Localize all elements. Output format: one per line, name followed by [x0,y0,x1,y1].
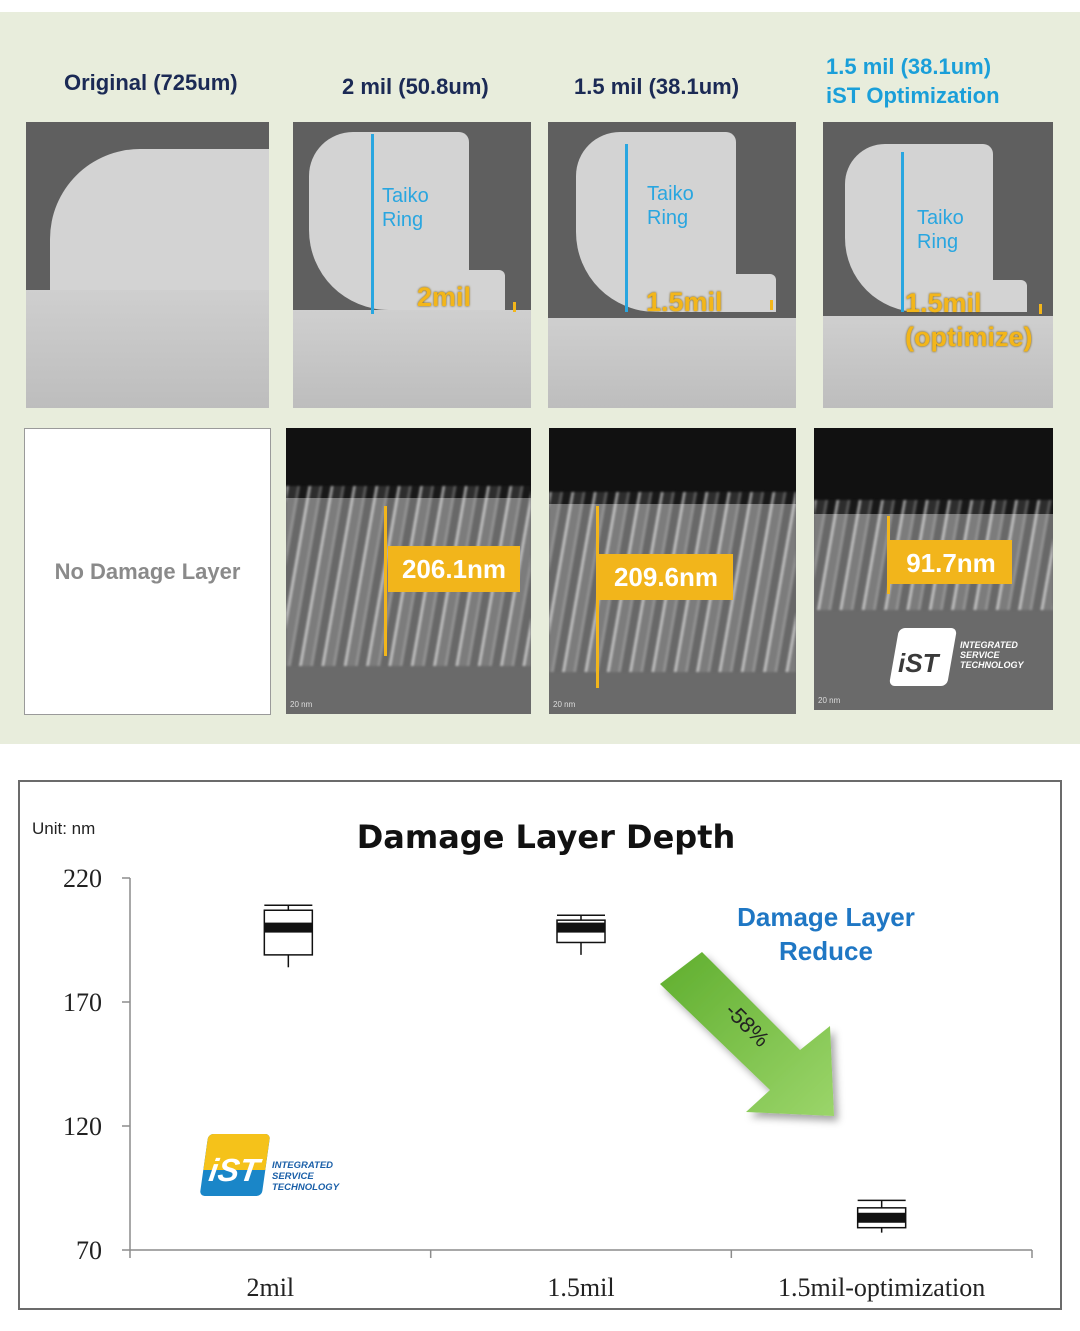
no-damage-panel: No Damage Layer [24,428,271,715]
taiko-ring-label-line2: Ring [647,207,689,229]
no-damage-text: No Damage Layer [54,559,241,584]
sem-ring-step [987,280,1027,312]
taiko-ring-label-line1: Taiko [382,185,429,207]
y-tick-label: 120 [63,1112,102,1141]
annotation-line1: Damage Layer [737,902,915,932]
taiko-ring-label-line2: Ring [917,231,959,253]
damage-depth-value: 209.6nm [599,554,733,600]
col-title-1-5mil: 1.5 mil (38.1um) [574,74,740,99]
sem-image-optimization: Taiko Ring 1.5mil (optimize) [823,122,1053,408]
thickness-label-line1: 1.5mil [905,288,982,318]
box-median [857,1212,906,1223]
sem-taiko-ring [576,132,736,312]
ist-logo-mark: iST [206,1152,262,1188]
y-tick-label: 70 [76,1236,102,1265]
scale-bar-label: 20 nm [290,700,313,709]
damage-depth-value: 91.7nm [890,540,1012,584]
thickness-tick [770,300,773,310]
sem-ring-step [730,274,776,312]
ist-logo-line2: SERVICE [272,1171,314,1182]
col-title-2mil: 2 mil (50.8um) [342,74,489,99]
x-tick-label: 2mil [246,1273,294,1302]
thickness-label: 1.5mil (optimize) [905,286,1033,354]
ring-height-line [371,134,374,314]
sem-substrate [548,318,796,408]
tem-image-1-5mil: 209.6nm 20 nm [549,428,796,714]
damage-depth-line [596,506,599,688]
tem-image-optimization: 91.7nm 20 nm iST INTEGRATED SERVICE TECH… [814,428,1053,710]
tem-dark-region [549,428,796,504]
ist-logo-line2: SERVICE [960,650,1000,660]
thickness-label-line2: (optimize) [905,322,1033,352]
taiko-ring-label: Taiko Ring [647,182,694,230]
y-tick-label: 170 [63,988,102,1017]
damage-depth-line [384,506,387,656]
chart-title: Damage Layer Depth [357,818,736,856]
ring-height-line [625,144,628,312]
sem-taiko-ring [845,144,993,312]
y-tick-label: 220 [63,864,102,893]
thickness-tick [1039,304,1042,314]
ist-logo-mark: iST [898,648,939,678]
arrow-shape [660,952,834,1116]
taiko-ring-label: Taiko Ring [382,184,429,232]
thickness-tick [513,302,516,312]
taiko-ring-label-line1: Taiko [917,207,964,229]
sem-image-1-5mil: Taiko Ring 1.5mil [548,122,796,408]
tem-dark-region [814,428,1053,514]
sem-ring-step [463,270,505,310]
box-median [557,922,605,933]
ist-logo-emblem: iST [199,1134,271,1196]
col-title-optimization-line1: 1.5 mil (38.1um) [826,54,992,79]
damage-depth-chart: Unit: nm Damage Layer Depth 70 120 170 220 2… [32,818,1033,1302]
reduction-arrow: -58% [660,952,834,1116]
x-tick-label: 1.5mil-optimization [778,1273,985,1302]
thickness-label: 2mil [417,282,472,312]
ist-logo-text: INTEGRATED SERVICE TECHNOLOGY [960,640,1024,670]
ist-logo-line3: TECHNOLOGY [272,1182,340,1193]
scale-bar-label: 20 nm [818,696,841,705]
box-median [264,922,313,933]
ist-logo-text: INTEGRATED SERVICE TECHNOLOGY [272,1160,339,1193]
taiko-ring-label-line1: Taiko [647,183,694,205]
ring-height-line [901,152,904,312]
comparison-panel: Original (725um) 2 mil (50.8um) 1.5 mil … [0,12,1080,744]
tem-image-2mil: 206.1nm 20 nm [286,428,531,714]
taiko-ring-label-line2: Ring [382,209,424,231]
thickness-label: 1.5mil [646,287,723,317]
unit-label: Unit: nm [32,819,95,838]
sem-substrate [823,316,1053,408]
chart-frame: Unit: nm Damage Layer Depth 70 120 170 220 2… [18,780,1062,1310]
col-title-optimization-line2: iST Optimization [826,83,1000,108]
x-tick-label: 1.5mil [547,1273,614,1302]
damage-depth-value: 206.1nm [388,546,520,592]
sem-substrate [293,310,531,408]
axis-layer: 70 120 170 220 2mil 1.5mil 1.5mil-optimization [63,864,1033,1302]
damage-depth-line [887,516,890,594]
ist-logo-line1: INTEGRATED [960,640,1018,650]
taiko-ring-label: Taiko Ring [917,206,964,254]
scale-bar-label: 20 nm [553,700,576,709]
ist-logo-line1: INTEGRATED [272,1160,334,1171]
sem-substrate [26,290,269,408]
col-title-optimization: 1.5 mil (38.1um) iST Optimization [826,52,1000,110]
sem-taiko-ring [309,132,469,310]
ist-logo-line3: TECHNOLOGY [960,660,1024,670]
sem-image-2mil: Taiko Ring 2mil [293,122,531,408]
col-title-original: Original (725um) [64,70,238,95]
sem-image-original [26,122,269,408]
annotation-line2: Reduce [779,936,873,966]
box-layer [263,904,907,1233]
sem-wafer-edge [50,149,269,290]
